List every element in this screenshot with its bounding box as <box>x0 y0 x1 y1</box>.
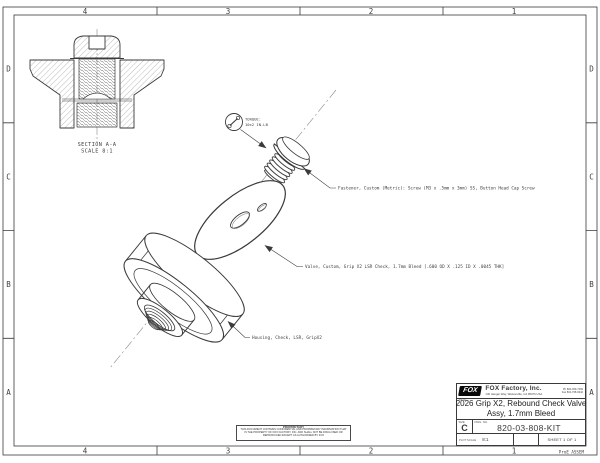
title-block: FOX FOX Factory, Inc. 130 Hangar Way, Wa… <box>456 383 586 446</box>
valve-center-hole <box>230 211 250 229</box>
zone-top-1: 1 <box>512 7 517 16</box>
torque-leader <box>240 129 267 149</box>
proprietary-note: PROPRIETARY THIS DOCUMENT CONTAINS CONFI… <box>236 425 351 441</box>
company-phone: Ph 800-369-7469 <box>562 387 583 391</box>
fastener-leader <box>303 168 336 189</box>
proprietary-title: PROPRIETARY <box>282 425 305 429</box>
zone-bottom-4: 4 <box>83 447 88 456</box>
section-body-left <box>29 59 75 129</box>
plot-scale-cell: PLOT SCALE 8:1 <box>457 434 513 445</box>
zone-left-c: C <box>6 172 11 181</box>
housing-part <box>123 232 245 343</box>
zone-top-3: 3 <box>226 7 231 16</box>
zone-top-2: 2 <box>369 7 374 16</box>
size-cell: SIZE C <box>457 419 473 434</box>
sheet-border <box>2 6 598 456</box>
torque-text-2: 10±2 IN-LB <box>245 122 269 127</box>
footer-spacer-cell <box>513 434 538 445</box>
company-name: FOX Factory, Inc. <box>485 384 542 392</box>
section-screw-socket <box>88 35 106 50</box>
screw-part <box>264 136 310 184</box>
plot-stamp: ProE ASSEM <box>559 449 585 454</box>
drawing-title-line2: Assy, 1.7mm Bleed <box>486 408 556 418</box>
torque-flag <box>225 113 267 149</box>
sheet-size: C <box>461 423 468 434</box>
section-valve-shim <box>62 98 132 102</box>
section-body-right <box>119 59 165 129</box>
zone-bottom-3: 3 <box>226 447 231 456</box>
zone-left-b: B <box>6 280 11 289</box>
title-block-number-row: SIZE C DWG. NO. 820-03-808-KIT <box>457 418 585 434</box>
section-scale: SCALE 8:1 <box>81 149 113 155</box>
valve-bleed-hole <box>257 203 267 212</box>
proprietary-body: THIS DOCUMENT CONTAINS CONFIDENTIAL AND … <box>240 428 347 438</box>
fastener-callout: Fastener, Custom (Metric): Screw (M3 x .… <box>338 186 535 192</box>
zone-right-b: B <box>589 280 594 289</box>
dwg-label: DWG. NO. <box>474 420 488 425</box>
fox-logo: FOX <box>458 385 483 396</box>
section-shank-threads <box>78 58 116 100</box>
zone-right-d: D <box>589 65 594 74</box>
section-view <box>29 29 165 142</box>
zone-bottom-1: 1 <box>512 447 517 456</box>
plot-scale-label: PLOT SCALE <box>459 437 477 442</box>
wrench-icon <box>229 118 238 126</box>
valve-disc-part <box>194 180 286 260</box>
drawing-title-line1: 2026 Grip X2, Rebound Check Valve <box>455 398 587 408</box>
zone-right-a: A <box>589 388 594 397</box>
housing-callout: Housing, Check, LSR, GripX2 <box>252 335 322 341</box>
title-block-company-row: FOX FOX Factory, Inc. 130 Hangar Way, Wa… <box>457 384 585 398</box>
sheet-info: SHEET 1 OF 1 <box>538 434 585 445</box>
zone-right-c: C <box>589 172 594 181</box>
section-label: SECTION A-A <box>78 142 117 148</box>
valve-leader <box>264 245 303 267</box>
section-bore-threads <box>76 102 118 128</box>
torque-text-1: TORQUE: <box>245 117 261 122</box>
zone-left-d: D <box>6 65 11 74</box>
title-block-footer-row: PLOT SCALE 8:1 SHEET 1 OF 1 <box>457 433 585 445</box>
size-label: SIZE <box>458 420 465 425</box>
zone-top-4: 4 <box>83 7 88 16</box>
company-fax: Fax 831-768-9342 <box>561 390 583 394</box>
company-address: 130 Hangar Way, Watsonville, CA 95076 US… <box>485 391 543 396</box>
section-check-dome <box>82 92 112 100</box>
zone-bottom-2: 2 <box>369 447 374 456</box>
assembly-centerline <box>109 89 337 369</box>
plot-scale-value: 8:1 <box>482 437 489 443</box>
valve-callout: Valve, Custom, Grip X2 LSR Check, 1.7mm … <box>305 264 504 270</box>
zone-left-a: A <box>6 388 11 397</box>
zone-labels: 4 3 2 1 4 3 2 1 D C B A D C B A <box>6 7 594 456</box>
title-label: TITLE: <box>458 398 467 403</box>
drawing-number: 820-03-808-KIT <box>497 423 561 434</box>
dwg-cell: DWG. NO. 820-03-808-KIT <box>473 420 585 434</box>
title-block-title-row: TITLE: 2026 Grip X2, Rebound Check Valve… <box>455 397 587 419</box>
housing-leader <box>227 321 250 338</box>
